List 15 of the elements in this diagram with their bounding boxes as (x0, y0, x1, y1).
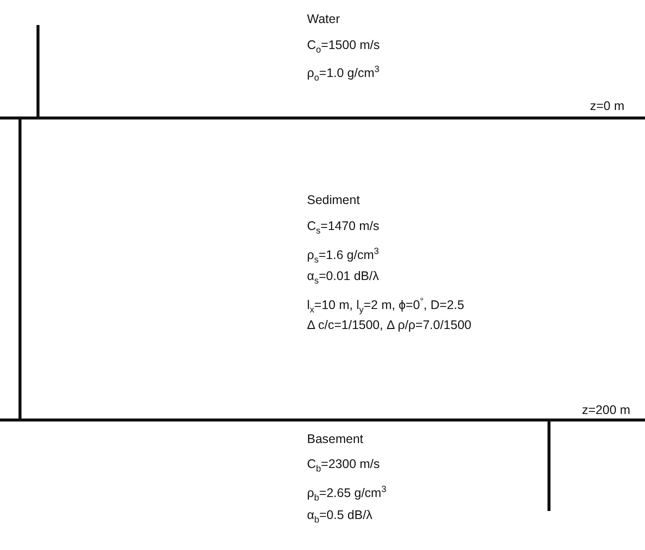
layer-name: Water (307, 12, 340, 27)
sound-speed: C$_{b}$=2300 m/s (307, 457, 380, 476)
density: ρ$_{s}$=1.6 g/cm$^{3}$ (307, 245, 379, 267)
attenuation: α$_{b}$=0.5 dB/λ (307, 508, 372, 526)
layer-name: Sediment (307, 193, 360, 208)
correlation-parameters: l$_{x}$=10 m, l$_{y}$=2 m, ϕ=0$^{°}$, D=2.5 (307, 295, 464, 317)
attenuation: α$_{s}$=0.01 dB/λ (307, 269, 379, 288)
density: ρ$_{b}$=2.65 g/cm$^{3}$ (307, 483, 386, 505)
depth-label: z=200 m (582, 403, 630, 418)
sound-speed: C$_{o}$=1500 m/s (307, 38, 380, 56)
density: ρ$_{o}$=1.0 g/cm$^{3}$ (307, 63, 380, 85)
sound-speed: C$_{s}$=1470 m/s (307, 219, 380, 238)
depth-label: z=0 m (590, 99, 624, 114)
fluctuation-parameters: Δ c/c=1/1500, Δ ρ/ρ=7.0/1500 (307, 318, 472, 333)
layer-name: Basement (307, 432, 364, 447)
